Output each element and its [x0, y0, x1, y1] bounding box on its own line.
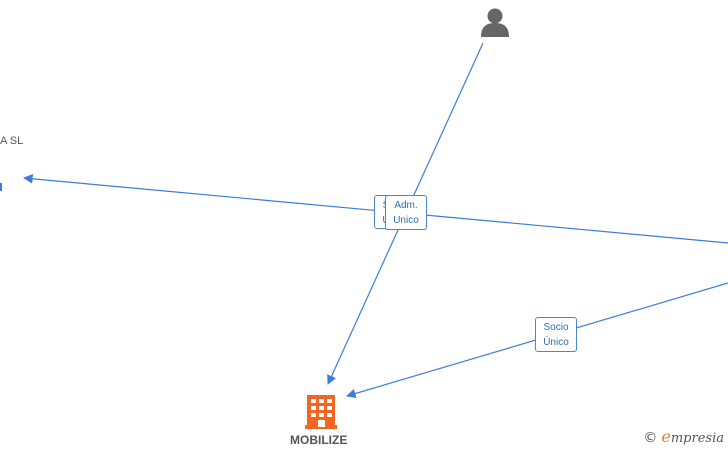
edge-label-socio-line1: Socio — [543, 322, 569, 333]
building-icon — [0, 183, 2, 191]
edge-label-adm-line2: Unico — [393, 215, 419, 226]
company-left-node[interactable] — [0, 178, 2, 191]
empresia-logo-text: mpresia — [670, 431, 724, 446]
person-icon — [481, 8, 509, 37]
company-left-label[interactable]: A SL — [0, 135, 24, 147]
mobilize-node[interactable] — [305, 393, 337, 429]
edge-label-adm-line1: Adm. — [394, 200, 418, 211]
person-node[interactable] — [480, 6, 510, 38]
edge-label-socio-unico[interactable]: Socio Único — [535, 317, 577, 352]
building-icon — [305, 395, 337, 429]
empresia-watermark: ©empresia — [643, 427, 724, 446]
mobilize-label[interactable]: MOBILIZE — [290, 433, 348, 447]
copyright-symbol: © — [643, 430, 658, 446]
edge-label-adm-unico[interactable]: Adm. Unico — [385, 195, 427, 230]
empresia-logo-e: e — [661, 427, 671, 446]
edge-label-socio-line2: Único — [543, 337, 569, 348]
